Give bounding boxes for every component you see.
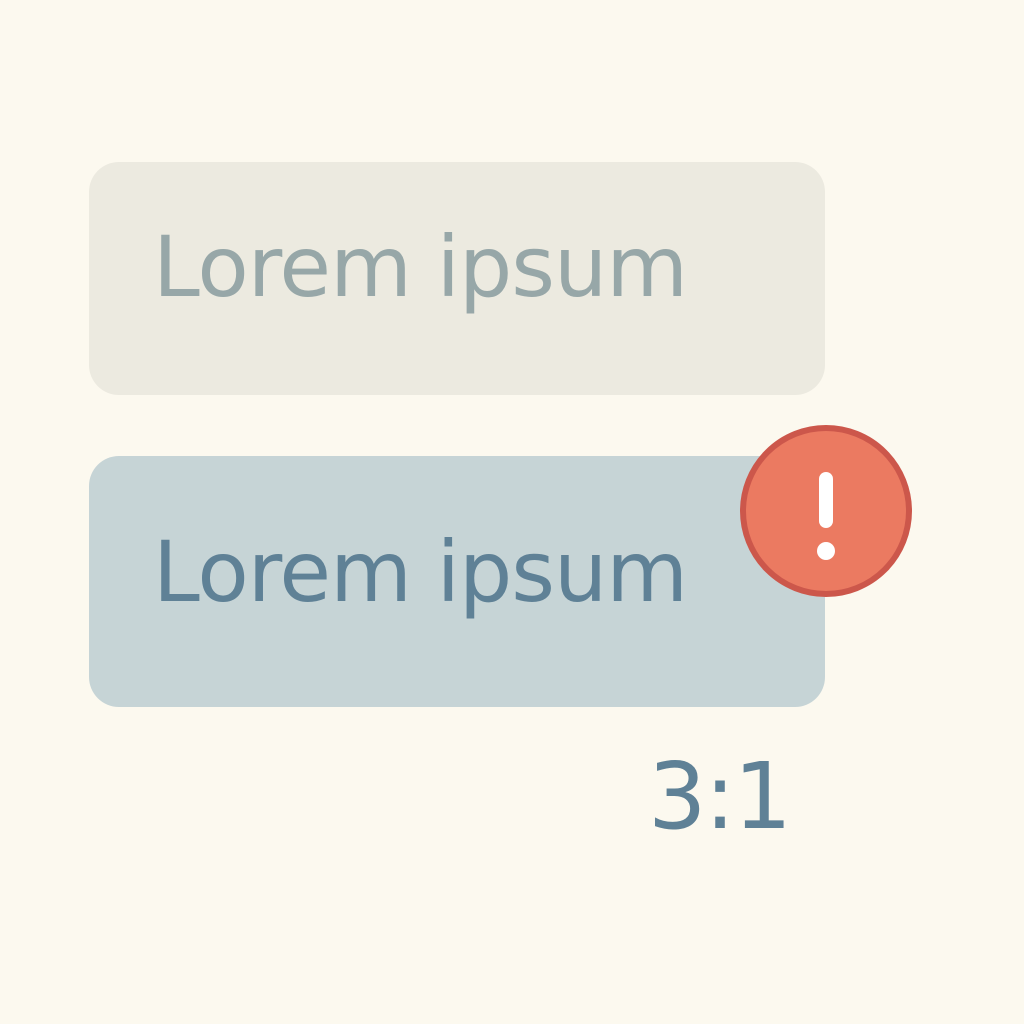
- active-text-field-label: Lorem ipsum: [153, 522, 688, 621]
- active-text-field[interactable]: Lorem ipsum: [89, 456, 825, 707]
- inactive-text-field[interactable]: Lorem ipsum: [89, 162, 825, 395]
- exclamation-icon: [817, 472, 835, 560]
- contrast-ratio-label: 3:1: [648, 743, 792, 850]
- alert-badge: [740, 425, 912, 597]
- inactive-text-field-label: Lorem ipsum: [153, 217, 688, 316]
